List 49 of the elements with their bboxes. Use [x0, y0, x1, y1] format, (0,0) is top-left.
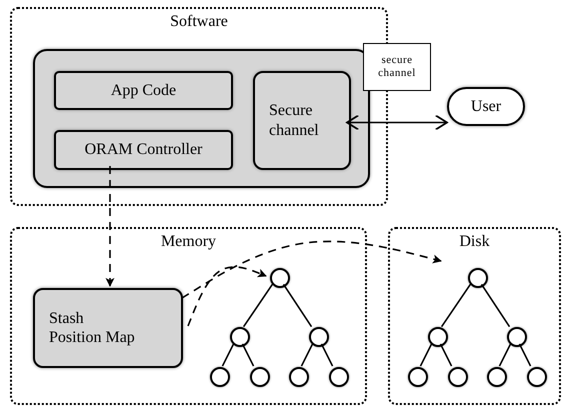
process-box	[253, 71, 351, 170]
group-heading: Disk	[458, 232, 491, 252]
tree-node-circle	[289, 367, 309, 387]
tree-node-circle	[250, 367, 270, 387]
process-box	[54, 130, 233, 170]
group-heading: Memory	[160, 232, 218, 252]
tree-node-circle	[270, 268, 290, 288]
terminal-box	[447, 87, 525, 126]
tree-node-circle	[309, 327, 329, 347]
node-label: Secure channel	[269, 101, 320, 140]
tree-node-circle	[527, 367, 547, 387]
tree-branch-line	[518, 344, 532, 366]
tree-branch-line	[480, 284, 510, 328]
tree-node-circle	[408, 367, 428, 387]
arrow	[182, 240, 442, 299]
container-box	[33, 49, 370, 188]
node-label: App Code	[110, 80, 176, 100]
tree-node-circle	[230, 327, 250, 347]
tree-branch-line	[440, 344, 452, 366]
tree-node-circle	[329, 367, 349, 387]
tree-branch-line	[320, 344, 334, 366]
group-heading: Software	[169, 12, 229, 32]
tree-branch-line	[440, 284, 472, 328]
tree-branch-line	[498, 344, 512, 366]
arrow	[187, 266, 267, 326]
tree-node-circle	[210, 367, 230, 387]
process-box	[33, 288, 183, 368]
node-label: Position Map	[49, 328, 136, 348]
tree-branch-line	[242, 344, 254, 366]
tree-branch-line	[300, 344, 314, 366]
node-label: User	[470, 96, 502, 116]
node-label: secure channel	[377, 54, 417, 80]
tree-branch-line	[420, 344, 432, 366]
tree-node-circle	[428, 327, 448, 347]
tree-branch-line	[222, 344, 234, 366]
tree-node-circle	[448, 367, 468, 387]
tree-branch-line	[242, 284, 274, 328]
tree-node-circle	[468, 268, 488, 288]
tree-branch-line	[282, 284, 312, 328]
arrow	[106, 166, 114, 287]
tree-node-circle	[507, 327, 527, 347]
label-box	[363, 43, 431, 91]
node-label: ORAM Controller	[84, 140, 202, 160]
node-label: Stash	[49, 308, 85, 328]
process-box	[54, 71, 233, 110]
group-box	[10, 227, 367, 405]
tree-node-circle	[487, 367, 507, 387]
arrow	[346, 114, 448, 130]
group-box	[388, 227, 561, 405]
